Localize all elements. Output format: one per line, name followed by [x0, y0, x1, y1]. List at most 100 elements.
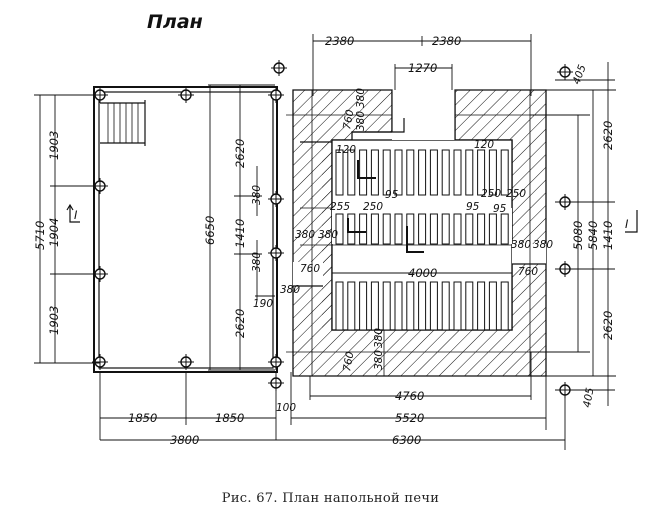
dim-top-left: 2380	[325, 34, 354, 48]
column-marker-icon	[271, 60, 287, 76]
grate-bar	[477, 281, 486, 331]
grate-bar	[477, 149, 486, 196]
column-marker-icon	[268, 354, 284, 370]
stair	[100, 100, 146, 146]
dim-hearth-length: 4000	[408, 266, 437, 280]
hearth-grates	[335, 149, 509, 331]
grate-bar	[359, 149, 368, 196]
dim-wall-top-b: 380	[355, 88, 367, 108]
dim-left-wall-b: 380	[318, 229, 338, 241]
dim-pilaster-lower: 380	[251, 252, 263, 272]
column-marker-icon	[268, 245, 284, 261]
dim-channel-d: 250	[506, 188, 526, 200]
grate-bar	[477, 213, 486, 245]
dimension-labels: 2380 2380 1270 5710 1903 1904 1903 6650 …	[33, 34, 615, 447]
column-marker-icon	[557, 64, 573, 80]
grate-bar	[382, 281, 391, 331]
grate-bar	[382, 213, 391, 245]
grate-bar	[335, 213, 344, 245]
svg-text:I: I	[74, 208, 78, 222]
dim-wall-top-a: 380	[355, 111, 367, 131]
dimension-lines	[34, 34, 616, 450]
grate-bar	[453, 149, 462, 196]
grate-bar	[465, 281, 474, 331]
grate-bar	[453, 281, 462, 331]
grate-bar	[488, 213, 497, 245]
grate-bar	[394, 149, 403, 196]
dim-right-wall-a: 380	[511, 239, 531, 251]
dim-gap-left-top: 120	[336, 144, 356, 156]
column-marker-icon	[178, 354, 194, 370]
grate-bar	[418, 149, 427, 196]
dim-right-inner: 5080	[571, 221, 585, 250]
grate-bar	[359, 213, 368, 245]
grate-bar	[406, 149, 415, 196]
dim-offset: 100	[276, 402, 296, 414]
dim-step: 190	[253, 298, 273, 310]
grate-bar	[370, 213, 379, 245]
column-marker-icon	[92, 354, 108, 370]
grate-bar	[335, 281, 344, 331]
svg-text:I: I	[625, 217, 629, 231]
dim-right-wall: 760	[518, 266, 538, 278]
grate-bar	[488, 149, 497, 196]
grate-bar	[429, 281, 438, 331]
grate-bar	[406, 281, 415, 331]
section-marker-right: I	[625, 210, 638, 233]
column-marker-icon	[268, 87, 284, 103]
dim-furnace-inner: 4760	[395, 389, 424, 403]
dim-right-upper: 2620	[601, 121, 615, 150]
dim-right-upper-offset: 405	[571, 63, 589, 86]
dim-left-wall: 760	[300, 263, 320, 275]
dim-left-upper: 1903	[47, 131, 61, 160]
grate-bar	[441, 213, 450, 245]
grate-bar	[394, 213, 403, 245]
grate-bar	[429, 149, 438, 196]
dim-channel-b: 250	[363, 201, 383, 213]
dim-pilaster-upper: 380	[251, 185, 263, 205]
dim-left-middle: 1904	[47, 218, 61, 247]
dim-center-overall: 6650	[203, 216, 217, 245]
dim-bay-right: 1850	[215, 411, 244, 425]
dim-wall-bottom-b: 380	[373, 328, 385, 348]
flue-channels	[347, 118, 424, 253]
dim-rib-c: 95	[493, 203, 507, 215]
dim-center-middle: 1410	[233, 219, 247, 248]
grate-bar	[453, 213, 462, 245]
grate-bar	[418, 213, 427, 245]
dim-center-lower: 2620	[233, 309, 247, 338]
plan-title: План	[147, 11, 203, 33]
dim-center-upper: 2620	[233, 139, 247, 168]
grate-bar	[347, 281, 356, 331]
dim-flue-opening: 1270	[408, 61, 437, 75]
grate-bar	[347, 149, 356, 196]
section-marker-left: I	[66, 203, 80, 223]
grate-bar	[500, 149, 509, 196]
dim-furnace-outer: 5520	[395, 411, 424, 425]
dim-right-lower-offset: 405	[581, 386, 596, 408]
grate-bar	[500, 281, 509, 331]
grate-bar	[370, 281, 379, 331]
grate-bar	[488, 281, 497, 331]
dim-right-middle: 1410	[601, 221, 615, 250]
grate-bar	[359, 281, 368, 331]
grate-bar	[335, 149, 344, 196]
grate-bar	[370, 149, 379, 196]
column-marker-icon	[178, 87, 194, 103]
dim-right-outer: 5840	[586, 221, 600, 250]
dim-channel-a: 255	[330, 201, 350, 213]
grate-bar	[465, 149, 474, 196]
dim-rib-a: 95	[385, 189, 399, 201]
annex-walls	[93, 86, 278, 373]
grate-bar	[465, 213, 474, 245]
grate-bar	[441, 281, 450, 331]
dim-wall-bottom-a: 380	[373, 350, 385, 370]
grate-bar	[500, 213, 509, 245]
dim-left-wall-a: 380	[295, 229, 315, 241]
grate-bar	[418, 281, 427, 331]
grate-bar	[382, 149, 391, 196]
dim-total-right: 6300	[392, 433, 421, 447]
dim-left-outer: 5710	[33, 221, 47, 250]
dim-wall-top: 760	[341, 108, 356, 130]
